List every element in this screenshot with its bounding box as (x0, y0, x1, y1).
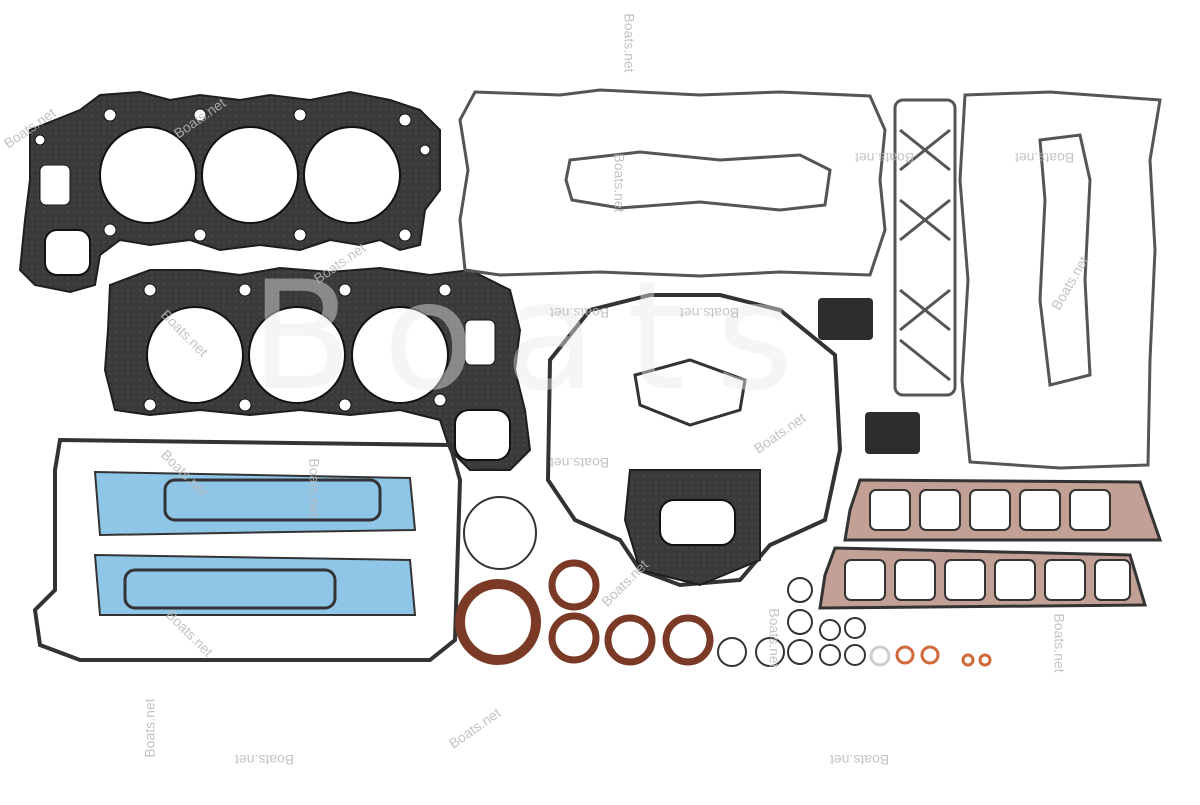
watermark-20: Boats.net (141, 698, 158, 758)
small-o-rings (717, 577, 866, 667)
exhaust-cover-gasket (32, 437, 463, 662)
oil-seal-small-1 (548, 559, 600, 611)
white-washer (869, 645, 891, 667)
cylinder-head-gasket-lower (103, 266, 532, 471)
watermark-10: Boats.net (680, 305, 740, 321)
rocker-cover-gasket (958, 90, 1162, 470)
rubber-block-lower (865, 412, 920, 454)
background-watermark: Boats (250, 250, 824, 424)
watermark-13: Boats.net (550, 455, 610, 471)
watermark-9: Boats.net (550, 305, 610, 321)
powerhead-base-gasket (545, 293, 843, 588)
oil-seal-small-2 (548, 612, 600, 664)
watermark-19: Boats.net (1051, 613, 1068, 673)
watermark-15: Boats.net (306, 458, 323, 518)
intake-manifold-gasket-lower (818, 546, 1148, 610)
valve-cover-gasket (458, 88, 887, 278)
watermark-1: Boats.net (621, 13, 638, 73)
copper-washers (895, 645, 992, 667)
cylinder-head-gasket-upper (18, 90, 441, 294)
intake-manifold-gasket-upper (843, 478, 1163, 542)
watermark-4: Boats.net (611, 153, 628, 213)
oil-seal-small-4 (662, 614, 714, 666)
intake-lattice-gasket (893, 98, 957, 397)
watermark-22: Boats.net (235, 752, 295, 768)
large-o-ring (463, 496, 537, 570)
crankshaft-oil-seal (455, 579, 541, 665)
rubber-block-upper (818, 298, 873, 340)
watermark-5: Boats.net (855, 150, 915, 166)
watermark-18: Boats.net (766, 608, 783, 668)
oil-seal-small-3 (604, 614, 656, 666)
watermark-6: Boats.net (1015, 150, 1075, 166)
watermark-23: Boats.net (830, 752, 890, 768)
